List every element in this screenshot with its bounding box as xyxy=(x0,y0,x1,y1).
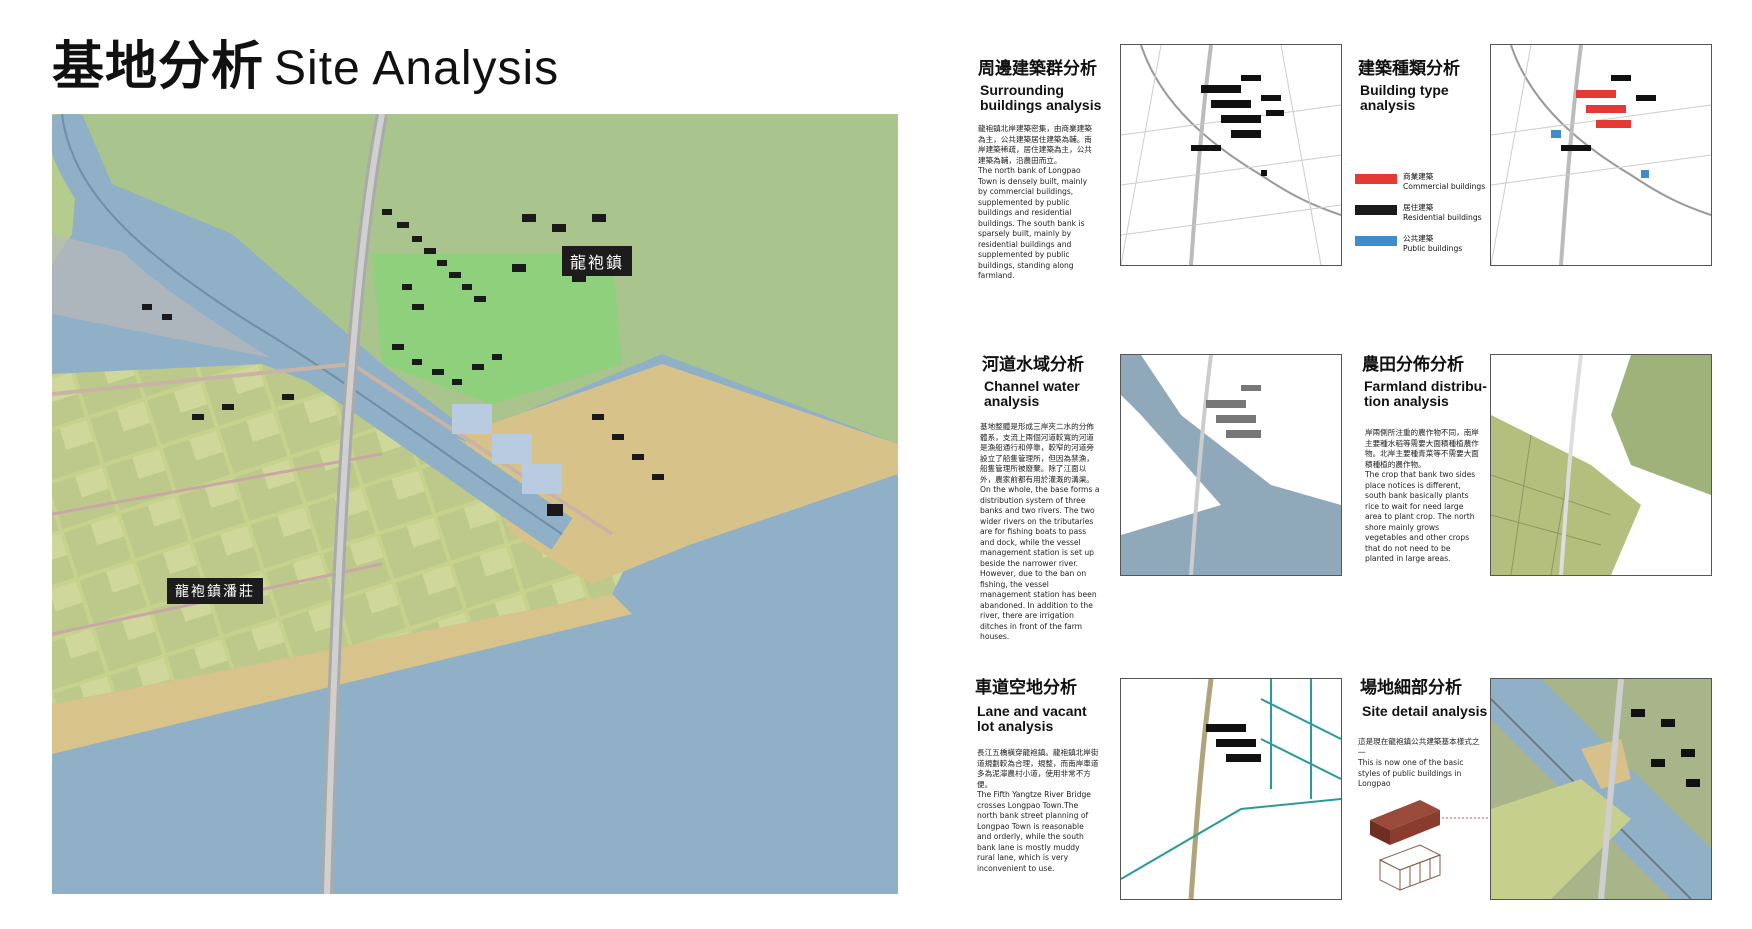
panel-lane-title: 車道空地分析 xyxy=(975,678,1077,698)
thumb-detail xyxy=(1490,678,1712,900)
panel-channel-desc-en: On the whole, the base forms a distribut… xyxy=(980,485,1100,641)
thumb-building-type xyxy=(1490,44,1712,266)
panel-farmland-desc: 岸兩側所注重的農作物不同，南岸主要種水稻等需要大面積種植農作物。北岸主要種青菜等… xyxy=(1365,428,1480,565)
panel-farmland-subtitle-2: tion analysis xyxy=(1364,393,1449,409)
panel-surrounding-desc-cn: 龍袍鎮北岸建築密集，由商業建築為主，公共建築居住建築為輔。南岸建築稀疏，居住建築… xyxy=(978,124,1092,165)
legend-residential-swatch xyxy=(1355,205,1397,215)
panel-channel-subtitle: Channel water analysis xyxy=(984,379,1080,409)
panel-surrounding-subtitle-2: buildings analysis xyxy=(980,97,1102,113)
panel-surrounding-desc-en: The north bank of Longpao Town is densel… xyxy=(978,166,1088,280)
label-longpao-panzhuang: 龍袍鎮潘莊 xyxy=(167,578,263,604)
thumb-surrounding-drawing xyxy=(1121,45,1341,265)
panel-farmland-subtitle: Farmland distribu- tion analysis xyxy=(1364,379,1487,409)
panel-lane-desc-cn: 長江五橋橫穿龍袍鎮。龍袍鎮北岸街道規劃較為合理，規整，而南岸車道多為泥濘農村小道… xyxy=(977,748,1099,789)
panel-lane-subtitle-2: lot analysis xyxy=(977,718,1054,734)
thumb-surrounding xyxy=(1120,44,1342,266)
panel-channel-subtitle-1: Channel water xyxy=(984,378,1080,394)
thumb-channel-drawing xyxy=(1121,355,1341,575)
legend-public-swatch xyxy=(1355,236,1397,246)
panel-surrounding-title: 周邊建築群分析 xyxy=(978,59,1097,79)
panel-detail-desc-en: This is now one of the basic styles of p… xyxy=(1358,758,1464,788)
panel-farmland-subtitle-1: Farmland distribu- xyxy=(1364,378,1487,394)
panel-surrounding-subtitle: Surrounding buildings analysis xyxy=(980,83,1101,113)
panel-building-type-subtitle: Building type analysis xyxy=(1360,83,1449,113)
main-site-map: 龍袍鎮 龍袍鎮潘莊 xyxy=(52,114,898,894)
thumb-lane-drawing xyxy=(1121,679,1341,899)
title-cn: 基地分析 xyxy=(52,37,265,97)
panel-farmland-title: 農田分佈分析 xyxy=(1362,355,1464,375)
thumb-farmland-drawing xyxy=(1491,355,1711,575)
legend-commercial-swatch xyxy=(1355,174,1397,184)
panel-building-type-subtitle-1: Building type xyxy=(1360,82,1449,98)
panel-channel-subtitle-2: analysis xyxy=(984,393,1040,409)
panel-lane-subtitle-1: Lane and vacant xyxy=(977,703,1087,719)
panel-farmland-desc-en: The crop that bank two sides place notic… xyxy=(1365,470,1476,563)
panel-building-type-subtitle-2: analysis xyxy=(1360,97,1416,113)
panel-detail-desc-cn: 這是現在龍袍鎮公共建築基本樣式之一 xyxy=(1358,737,1480,757)
panel-detail-desc: 這是現在龍袍鎮公共建築基本樣式之一 This is now one of the… xyxy=(1358,737,1483,790)
thumb-channel xyxy=(1120,354,1342,576)
label-longpao-town: 龍袍鎮 xyxy=(562,246,633,276)
thumb-farmland xyxy=(1490,354,1712,576)
panel-detail-title: 場地細部分析 xyxy=(1360,678,1462,698)
main-map-drawing xyxy=(52,114,898,894)
panel-lane-desc: 長江五橋橫穿龍袍鎮。龍袍鎮北岸街道規劃較為合理，規整，而南岸車道多為泥濘農村小道… xyxy=(977,748,1099,874)
panel-channel-title: 河道水域分析 xyxy=(982,355,1084,375)
thumb-building-type-drawing xyxy=(1491,45,1711,265)
building-model-icon xyxy=(1370,800,1488,891)
panel-channel-desc: 基地整體是形成三岸夾二水的分佈體系，支流上兩個河道較寬的河道是漁船通行和停靠，較… xyxy=(980,422,1100,643)
thumb-detail-drawing xyxy=(1491,679,1711,899)
panel-surrounding-desc: 龍袍鎮北岸建築密集，由商業建築為主，公共建築居住建築為輔。南岸建築稀疏，居住建築… xyxy=(978,124,1098,282)
panel-channel-desc-cn: 基地整體是形成三岸夾二水的分佈體系，支流上兩個河道較寬的河道是漁船通行和停靠，較… xyxy=(980,422,1094,484)
panel-lane-subtitle: Lane and vacant lot analysis xyxy=(977,704,1087,734)
thumb-lane xyxy=(1120,678,1342,900)
panel-building-type-title: 建築種類分析 xyxy=(1358,59,1460,79)
title-en: Site Analysis xyxy=(274,42,560,95)
panel-lane-desc-en: The Fifth Yangtze River Bridge crosses L… xyxy=(977,790,1091,873)
panel-detail-subtitle: Site detail analysis xyxy=(1362,703,1488,719)
panel-farmland-desc-cn: 岸兩側所注重的農作物不同，南岸主要種水稻等需要大面積種植農作物。北岸主要種青菜等… xyxy=(1365,428,1479,469)
panel-surrounding-subtitle-1: Surrounding xyxy=(980,82,1064,98)
